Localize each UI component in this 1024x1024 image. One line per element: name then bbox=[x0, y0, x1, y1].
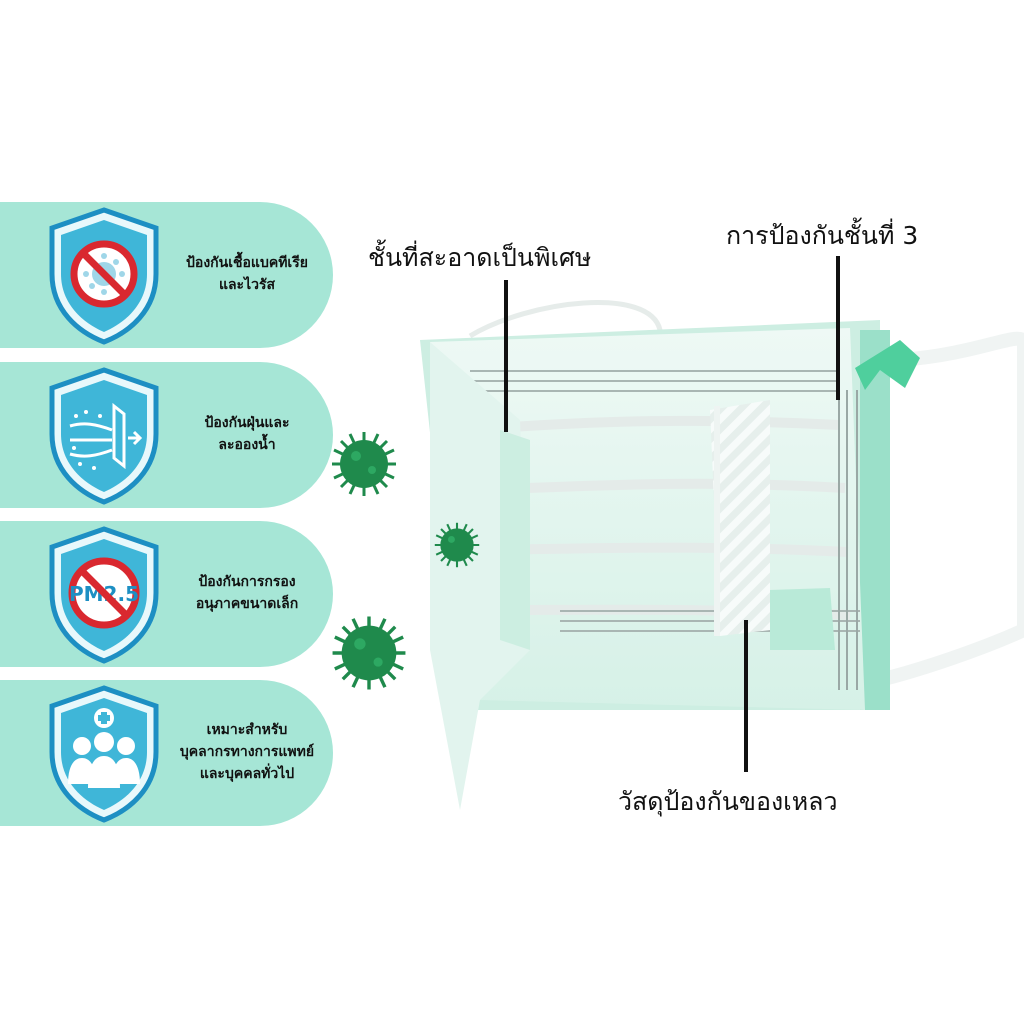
callout-liquid-barrier: วัสดุป้องกันของเหลว bbox=[618, 787, 838, 816]
feature-line: ป้องกันเชื้อแบคทีเรีย bbox=[186, 255, 308, 272]
no-pm25-shield-icon: PM2.5 bbox=[49, 526, 159, 664]
feature-line: บุคลากรทางการแพทย์ bbox=[179, 744, 315, 761]
feature-line: และบุคคลทั่วไป bbox=[199, 765, 295, 782]
feature-pill-pm25: PM2.5 ป้องกันการกรอง อนุภาคขนาดเล็ก bbox=[0, 521, 333, 667]
medical-staff-shield-icon bbox=[49, 685, 159, 823]
feature-pill-medical: เหมาะสำหรับ บุคลากรทางการแพทย์ และบุคคลท… bbox=[0, 680, 333, 826]
callout-line-liquid bbox=[744, 620, 748, 772]
no-virus-shield-icon bbox=[49, 207, 159, 345]
feature-line: ป้องกันการกรอง bbox=[198, 574, 296, 591]
virus-icon bbox=[332, 432, 396, 496]
callout-clean-layer: ชั้นที่สะอาดเป็นพิเศษ bbox=[368, 243, 592, 272]
virus-icon bbox=[332, 616, 406, 690]
feature-line: เหมาะสำหรับ bbox=[206, 722, 288, 739]
feature-line: ป้องกันฝุ่นและ bbox=[204, 415, 290, 432]
callout-line-third bbox=[836, 256, 840, 400]
callout-third-layer: การป้องกันชั้นที่ 3 bbox=[726, 221, 919, 250]
virus-icon bbox=[434, 522, 480, 568]
feature-line: และไวรัส bbox=[218, 277, 276, 293]
feature-line: ละอองน้ำ bbox=[218, 437, 276, 453]
callout-line-clean bbox=[504, 280, 508, 432]
dust-filter-shield-icon bbox=[49, 367, 159, 505]
feature-pill-antibacterial: ป้องกันเชื้อแบคทีเรีย และไวรัส bbox=[0, 202, 333, 348]
feature-pill-dust: ป้องกันฝุ่นและ ละอองน้ำ bbox=[0, 362, 333, 508]
surgical-mask-illustration bbox=[420, 300, 1024, 810]
feature-line: อนุภาคขนาดเล็ก bbox=[195, 596, 299, 612]
